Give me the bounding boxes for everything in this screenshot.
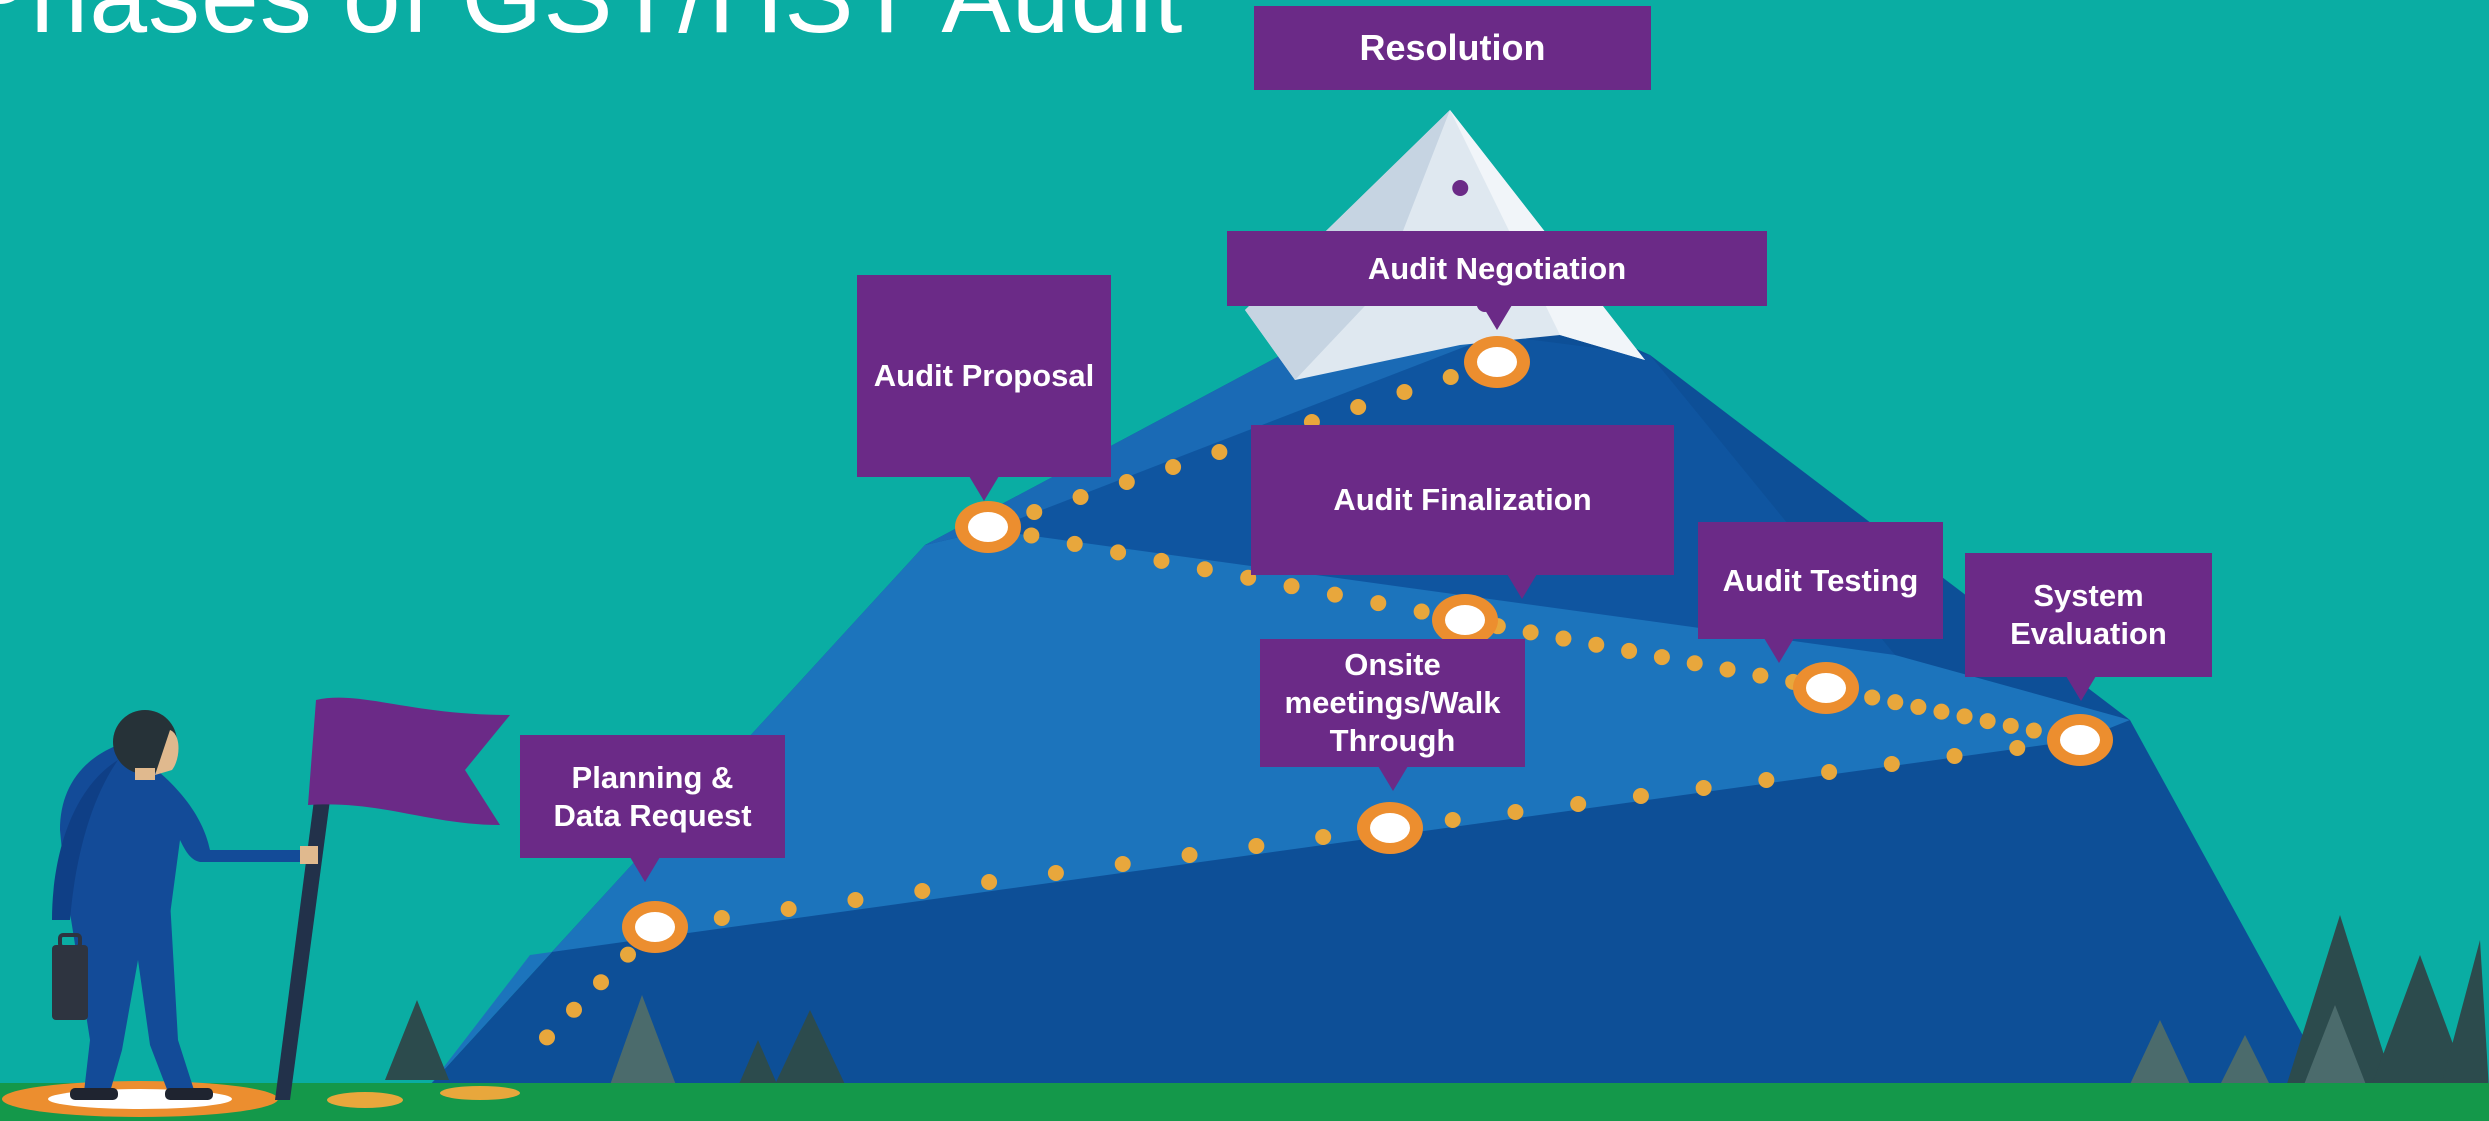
milestone-marker — [1793, 662, 1859, 714]
path-dot — [1196, 561, 1213, 578]
path-dot — [780, 901, 797, 917]
path-dot — [1114, 856, 1131, 872]
path-dots — [539, 180, 2065, 1046]
label-planning-data-request: Planning & Data Request — [520, 735, 785, 858]
label-planning-data-request-text: Planning & Data Request — [553, 759, 752, 833]
milestone-marker — [1357, 802, 1423, 854]
label-resolution: Resolution — [1254, 6, 1651, 90]
path-dot — [1181, 847, 1198, 863]
businessman-icon — [52, 710, 318, 1100]
path-dot — [1695, 780, 1712, 796]
label-audit-negotiation: Audit Negotiation — [1227, 231, 1767, 306]
path-dot — [1621, 642, 1638, 659]
ground — [0, 1083, 2489, 1121]
path-dot — [1370, 595, 1387, 612]
path-dot — [914, 883, 931, 899]
page-title: Phases of GST/HST Audit — [0, 0, 1183, 57]
path-dot — [1118, 474, 1135, 490]
path-dot — [981, 874, 998, 890]
milestone-marker — [955, 501, 1021, 553]
path-dot — [1413, 603, 1430, 620]
milestone-marker — [622, 901, 688, 953]
label-audit-testing: Audit Testing — [1698, 522, 1943, 639]
path-dot — [1570, 796, 1587, 812]
path-dot — [2002, 717, 2019, 734]
ground-spot — [440, 1086, 520, 1100]
path-dot — [1211, 444, 1228, 460]
path-dot — [2009, 740, 2026, 756]
label-system-evaluation: System Evaluation — [1965, 553, 2212, 677]
path-dot — [1283, 578, 1300, 595]
path-dot — [1588, 636, 1605, 653]
path-dot — [1326, 586, 1343, 603]
milestone-marker — [1464, 336, 1530, 388]
path-dot — [1442, 369, 1459, 385]
label-audit-finalization-text: Audit Finalization — [1333, 482, 1592, 518]
path-dot — [1023, 527, 1040, 544]
label-audit-finalization: Audit Finalization — [1251, 425, 1674, 575]
path-dot — [1110, 544, 1127, 561]
path-dot — [1933, 703, 1950, 720]
path-dot — [1165, 459, 1182, 475]
path-dot — [1883, 756, 1900, 772]
label-onsite-meetings-text: Onsite meetings/Walk Through — [1284, 647, 1501, 758]
path-dot — [1026, 504, 1043, 520]
milestone-marker — [2047, 714, 2113, 766]
path-dot — [1522, 624, 1539, 641]
path-dot — [1066, 535, 1083, 552]
label-audit-proposal-text: Audit Proposal — [873, 358, 1095, 394]
label-resolution-text: Resolution — [1359, 27, 1546, 69]
path-dot — [1153, 552, 1170, 569]
path-dot — [847, 892, 864, 908]
path-dot — [1653, 649, 1670, 666]
path-dot — [593, 974, 609, 991]
path-dot — [1315, 829, 1332, 845]
path-dot — [713, 910, 730, 926]
path-dot — [1910, 698, 1927, 715]
flag — [308, 697, 510, 825]
path-dot — [1350, 399, 1367, 415]
path-dot — [1507, 804, 1524, 820]
path-dot — [566, 1001, 582, 1018]
path-dot — [1821, 764, 1838, 780]
label-audit-negotiation-text: Audit Negotiation — [1367, 250, 1627, 286]
label-onsite-meetings: Onsite meetings/Walk Through — [1260, 639, 1525, 767]
path-dot — [1719, 661, 1736, 678]
milestone-marker — [1432, 594, 1498, 646]
flagpole — [275, 800, 330, 1100]
path-dot — [1632, 788, 1649, 804]
label-audit-proposal: Audit Proposal — [857, 275, 1111, 477]
path-dot — [1072, 489, 1089, 505]
path-dot — [1979, 713, 1996, 730]
path-dot — [1946, 748, 1963, 764]
path-dot — [1248, 838, 1265, 854]
path-dot — [1452, 180, 1469, 196]
path-dot — [1686, 655, 1703, 672]
path-dot — [1555, 630, 1572, 647]
path-dot — [1956, 708, 1973, 725]
path-dot — [1758, 772, 1775, 788]
label-audit-testing-text: Audit Testing — [1722, 562, 1919, 598]
trees-right — [2125, 915, 2489, 1095]
path-dot — [539, 1029, 555, 1046]
label-system-evaluation-text: System Evaluation — [2010, 578, 2167, 651]
path-dot — [1887, 694, 1904, 711]
path-milestones — [622, 336, 2113, 953]
ground-spot — [327, 1092, 403, 1108]
path-dot — [1864, 689, 1881, 706]
path-dot — [1396, 384, 1413, 400]
path-dot — [2025, 722, 2042, 739]
path-dot — [1752, 667, 1769, 684]
path-dot — [620, 946, 636, 963]
path-dot — [1047, 865, 1064, 881]
path-dot — [1444, 812, 1461, 828]
